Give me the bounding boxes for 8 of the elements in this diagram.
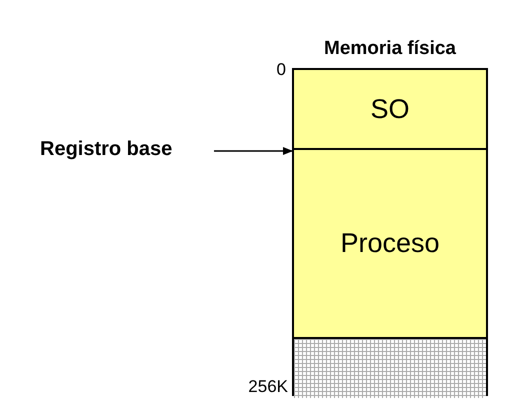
memory-segment: SO (294, 70, 486, 150)
address-label: 256K (247, 377, 288, 397)
memory-segment: Proceso (294, 150, 486, 339)
memory-heading: Memoria física (323, 38, 457, 60)
address-label: 0 (276, 60, 286, 80)
register-label: Registro base (40, 138, 212, 164)
free-memory-area (294, 339, 486, 398)
arrow (214, 147, 293, 155)
